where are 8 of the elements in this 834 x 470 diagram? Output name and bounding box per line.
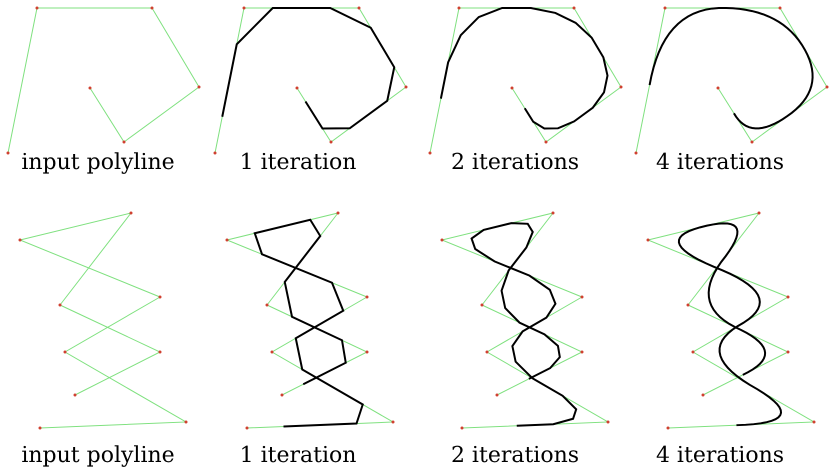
caption: 1 iteration [240,443,356,468]
caption: 2 iterations [450,150,580,175]
caption: 4 iterations [656,443,784,468]
caption: input polyline [21,150,175,175]
caption: input polyline [21,443,175,468]
caption: 1 iteration [240,150,356,175]
caption: 4 iterations [656,150,784,175]
caption: 2 iterations [450,443,580,468]
